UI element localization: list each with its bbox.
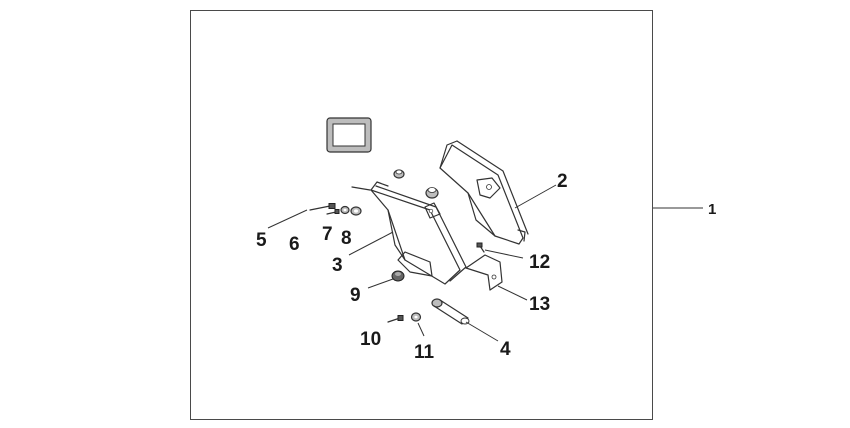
washer-8 (350, 206, 362, 216)
pin-rod (431, 298, 470, 325)
nut-9 (391, 270, 405, 282)
left-bracket (351, 181, 467, 285)
callout-4: 4 (500, 339, 511, 360)
leader-2 (514, 184, 557, 209)
bushing-upper (393, 169, 405, 179)
label-plate (326, 117, 372, 153)
callout-7: 7 (322, 224, 333, 245)
callout-9: 9 (350, 285, 361, 306)
bushing-middle (425, 187, 439, 199)
callout-5: 5 (256, 230, 267, 251)
callout-13: 13 (529, 294, 550, 315)
leader-13 (497, 285, 528, 301)
leader-9 (367, 278, 394, 289)
clip-13 (465, 254, 503, 291)
screw-12 (476, 242, 485, 253)
callout-10: 10 (360, 329, 381, 350)
leader-12 (484, 249, 524, 259)
leader-4 (465, 321, 499, 342)
callout-8: 8 (341, 228, 352, 249)
long-bolt (309, 203, 336, 211)
leader-3 (348, 231, 394, 256)
right-bracket (439, 140, 529, 245)
small-bolt (326, 209, 340, 215)
leader-5 (267, 209, 308, 229)
diagram-frame (190, 10, 653, 420)
washer-7 (340, 205, 350, 215)
callout-3: 3 (332, 255, 343, 276)
washer-11 (410, 312, 422, 322)
callout-12: 12 (529, 252, 550, 273)
callout-1: 1 (708, 201, 716, 218)
callout-11: 11 (414, 342, 435, 363)
callout-6: 6 (289, 234, 300, 255)
leader-11 (417, 322, 425, 337)
callout-2: 2 (557, 171, 568, 192)
bolt-10 (387, 315, 404, 323)
